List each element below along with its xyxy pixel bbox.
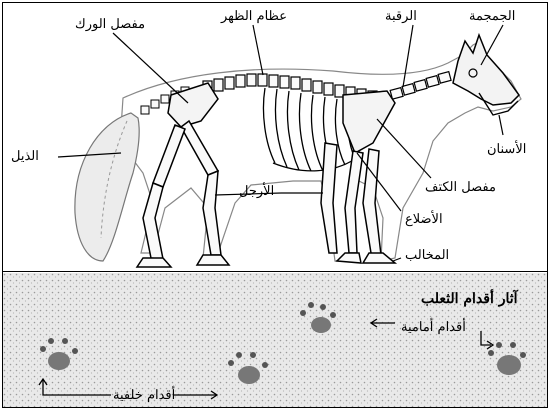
skeleton-panel: الجمجمة الرقبة عظام الظهر مفصل الورك الذ… bbox=[3, 3, 547, 271]
pelvis bbox=[168, 83, 218, 127]
label-tail: الذيل bbox=[11, 150, 39, 163]
label-front-feet: أقدام أمامية bbox=[401, 321, 466, 334]
label-hip-joint: مفصل الورك bbox=[75, 18, 145, 31]
label-skull: الجمجمة bbox=[469, 10, 515, 23]
skull bbox=[453, 35, 519, 105]
tracks-panel: آثار أقدام الثعلب أقدام أمامية أقدام خلف… bbox=[3, 273, 547, 407]
label-legs: الأرجل bbox=[239, 185, 274, 198]
label-neck: الرقبة bbox=[385, 10, 417, 23]
panel-divider bbox=[3, 271, 547, 272]
figure-frame: الجمجمة الرقبة عظام الظهر مفصل الورك الذ… bbox=[2, 2, 548, 408]
front-legs bbox=[321, 143, 395, 263]
shoulder-blade bbox=[343, 91, 395, 153]
label-claws: المخالب bbox=[405, 249, 449, 262]
tracks-title: آثار أقدام الثعلب bbox=[421, 291, 518, 307]
label-shoulder-joint: مفصل الكتف bbox=[425, 181, 496, 194]
fox-skeleton-illustration bbox=[3, 3, 549, 271]
tail-outline bbox=[75, 113, 139, 261]
label-teeth: الأسنان bbox=[487, 143, 526, 156]
neck-vertebrae bbox=[390, 72, 451, 100]
label-ribs: الأضلاع bbox=[405, 213, 443, 226]
label-backbone: عظام الظهر bbox=[221, 10, 287, 23]
label-hind-feet: أقدام خلفية bbox=[113, 389, 175, 402]
ribs bbox=[263, 88, 355, 171]
